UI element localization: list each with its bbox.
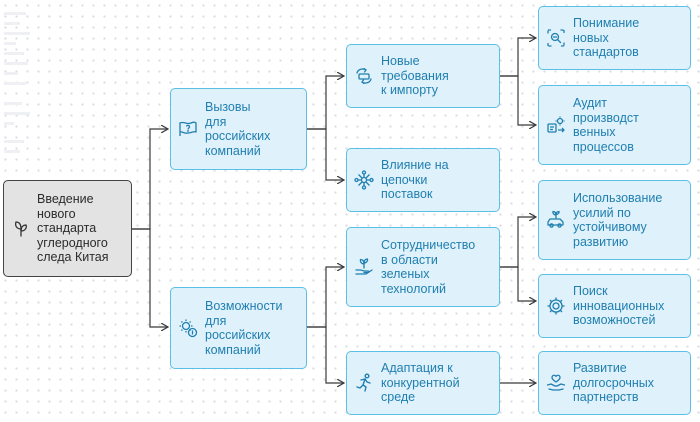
- leaf-sustainability[interactable]: Использование усилий по устойчивому разв…: [538, 180, 691, 260]
- gear-coin-icon: [177, 318, 199, 338]
- leaf-understanding-standards[interactable]: Понимание новых стандартов: [538, 6, 691, 70]
- branch-opportunities[interactable]: Возможности для российских компаний: [170, 287, 307, 369]
- mid-supply-chain[interactable]: Влияние на цепочки поставок: [346, 148, 500, 212]
- connector-challenges-to-import: [307, 76, 344, 130]
- connector-import-to-audit: [500, 75, 536, 125]
- mid-import-requirements-label: Новые требования к импорту: [381, 54, 449, 98]
- connector-green-to-sustainability: [500, 217, 536, 268]
- leaf-sustainability-label: Использование усилий по устойчивому разв…: [573, 191, 663, 249]
- leaf-innovation[interactable]: Поиск инновационных возможностей: [538, 274, 691, 338]
- heart-hands-icon: [545, 373, 567, 393]
- leaf-icon: [10, 220, 32, 238]
- leaf-understanding-standards-label: Понимание новых стандартов: [573, 16, 640, 60]
- mid-green-tech-label: Сотрудничество в области зеленых техноло…: [381, 238, 476, 296]
- connector-challenges-to-supply: [307, 128, 344, 180]
- cog-icon: [545, 296, 567, 316]
- runner-icon: [353, 373, 375, 393]
- branch-challenges-label: Вызовы для российских компаний: [205, 100, 271, 158]
- root-node[interactable]: Введение нового стандарта углеродного сл…: [3, 180, 132, 277]
- branch-opportunities-label: Возможности для российских компаний: [205, 299, 283, 357]
- leaf-partnerships-label: Развитие долгосрочных партнерств: [573, 361, 655, 405]
- mid-green-tech[interactable]: Сотрудничество в области зеленых техноло…: [346, 227, 500, 307]
- audit-gear-icon: [545, 115, 567, 135]
- mid-adaptation-label: Адаптация к конкурентной среде: [381, 361, 460, 405]
- leaf-partnerships[interactable]: Развитие долгосрочных партнерств: [538, 351, 691, 415]
- network-icon: [353, 170, 375, 190]
- decorative-texture: [4, 12, 30, 153]
- branch-challenges[interactable]: Вызовы для российских компаний: [170, 88, 307, 170]
- connector-green-to-innovation: [500, 266, 536, 301]
- connector-root-to-challenges: [132, 129, 168, 230]
- sprout-hand-icon: [353, 257, 375, 277]
- leaf-production-audit-label: Аудит производст венных процессов: [573, 96, 639, 154]
- connector-opportunities-to-green: [307, 267, 344, 328]
- magnifier-frame-icon: [545, 28, 567, 48]
- mid-supply-chain-label: Влияние на цепочки поставок: [381, 158, 449, 202]
- connector-opportunities-to-adaptation: [307, 326, 344, 383]
- mid-adaptation[interactable]: Адаптация к конкурентной среде: [346, 351, 500, 415]
- flag-question-icon: [177, 120, 199, 138]
- connector-import-to-standards: [500, 38, 536, 77]
- leaf-production-audit[interactable]: Аудит производст венных процессов: [538, 85, 691, 165]
- connector-root-to-opportunities: [132, 228, 168, 327]
- swap-arrows-icon: [353, 66, 375, 86]
- root-label: Введение нового стандарта углеродного сл…: [37, 192, 109, 265]
- leaf-innovation-label: Поиск инновационных возможностей: [573, 284, 665, 328]
- eco-car-icon: [545, 210, 567, 230]
- mid-import-requirements[interactable]: Новые требования к импорту: [346, 44, 500, 108]
